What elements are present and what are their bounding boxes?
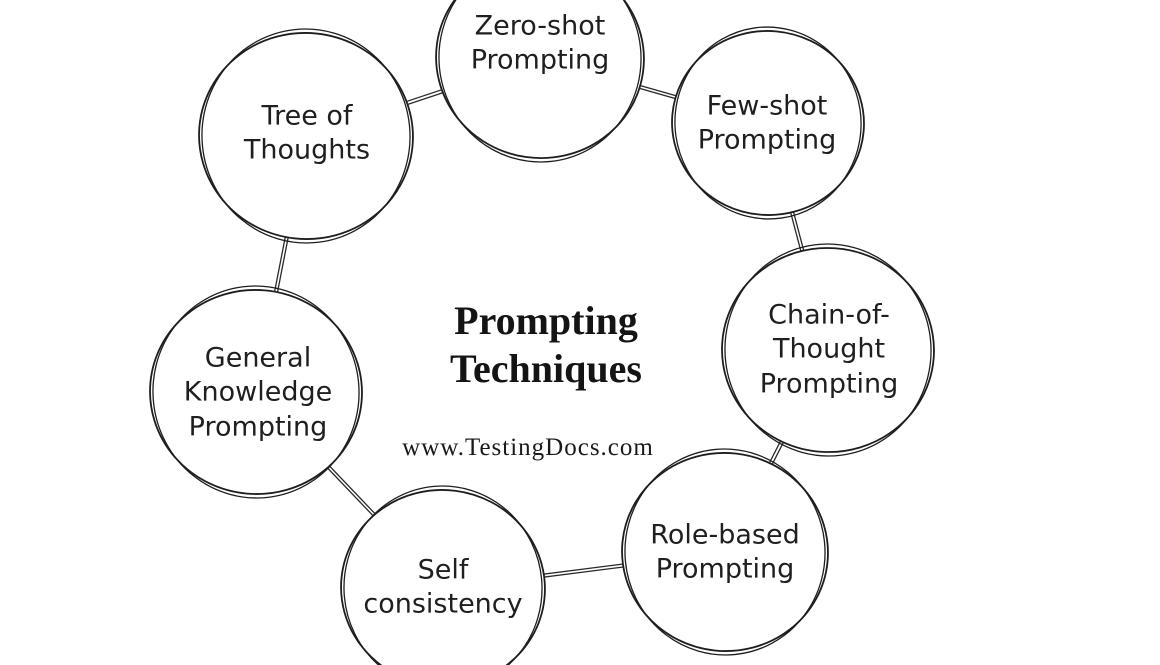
website-watermark: www.TestingDocs.com [402,434,654,461]
node-circle-role-based [621,448,829,656]
node-label-role-based: Role-based Prompting [650,519,800,585]
node-label-zero-shot: Zero-shot Prompting [470,10,610,76]
node-circle-self-consistency [340,485,546,665]
node-circle-zero-shot [435,0,645,163]
node-label-chain-of-thought: Chain-of- Thought Prompting [759,299,899,400]
node-circle-general-knowledge [149,285,363,499]
node-label-general-knowledge: General Knowledge Prompting [183,342,333,443]
node-circle-few-shot [671,26,865,220]
node-circle-chain-of-thought [721,243,935,457]
node-label-tree-of-thoughts: Tree of Thoughts [243,100,371,166]
node-label-few-shot: Few-shot Prompting [697,90,837,156]
node-circle-tree-of-thoughts [198,28,414,244]
node-label-self-consistency: Self consistency [363,554,523,620]
diagram-title: Prompting Techniques [450,298,642,391]
